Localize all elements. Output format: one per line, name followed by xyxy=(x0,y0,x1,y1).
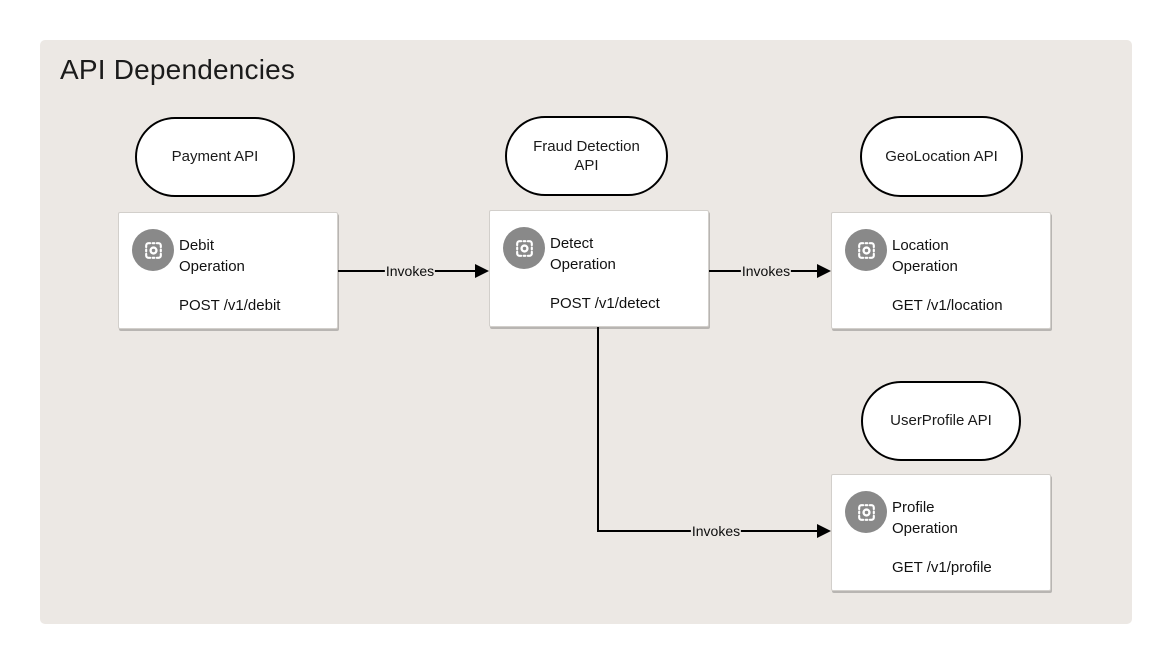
edge-debit-detect-label: Invokes xyxy=(384,263,436,279)
scan-operation-icon xyxy=(144,241,162,259)
edge-detect-profile-vline xyxy=(597,327,599,531)
scan-operation-icon xyxy=(503,227,545,269)
operation-card-profile[interactable]: Profile Operation GET /v1/profile xyxy=(831,474,1051,591)
arrowhead-icon xyxy=(475,264,489,278)
diagram-panel: API Dependencies Payment API Fraud Detec… xyxy=(40,40,1132,624)
operation-card-detect[interactable]: Detect Operation POST /v1/detect xyxy=(489,210,709,327)
api-node-payment[interactable]: Payment API xyxy=(135,117,295,197)
diagram-title: API Dependencies xyxy=(60,54,296,85)
scan-operation-icon xyxy=(845,491,887,533)
scan-operation-icon xyxy=(857,503,875,521)
api-node-label: UserProfile API xyxy=(890,412,992,430)
operation-name: Location Operation xyxy=(892,237,958,275)
api-node-label: GeoLocation API xyxy=(885,147,998,165)
api-node-geolocation[interactable]: GeoLocation API xyxy=(860,116,1023,197)
operation-method: GET /v1/location xyxy=(892,297,1003,314)
operation-card-location[interactable]: Location Operation GET /v1/location xyxy=(831,212,1051,329)
scan-operation-icon xyxy=(515,239,533,257)
edge-detect-profile-label: Invokes xyxy=(690,523,742,539)
operation-name: Detect Operation xyxy=(550,235,616,273)
operation-method: POST /v1/debit xyxy=(179,297,281,314)
arrowhead-icon xyxy=(817,264,831,278)
api-node-label: Payment API xyxy=(171,148,259,166)
operation-name: Profile Operation xyxy=(892,499,958,537)
api-node-fraud-detection[interactable]: Fraud Detection API xyxy=(505,116,668,196)
operation-name: Debit Operation xyxy=(179,237,245,275)
api-node-label: Fraud Detection API xyxy=(533,137,640,175)
arrowhead-icon xyxy=(817,524,831,538)
scan-operation-icon xyxy=(845,229,887,271)
api-node-userprofile[interactable]: UserProfile API xyxy=(861,381,1021,461)
operation-card-debit[interactable]: Debit Operation POST /v1/debit xyxy=(118,212,338,329)
operation-method: POST /v1/detect xyxy=(550,295,660,312)
scan-operation-icon xyxy=(857,241,875,259)
operation-method: GET /v1/profile xyxy=(892,559,992,576)
edge-detect-location-label: Invokes xyxy=(740,263,792,279)
scan-operation-icon xyxy=(132,229,174,271)
